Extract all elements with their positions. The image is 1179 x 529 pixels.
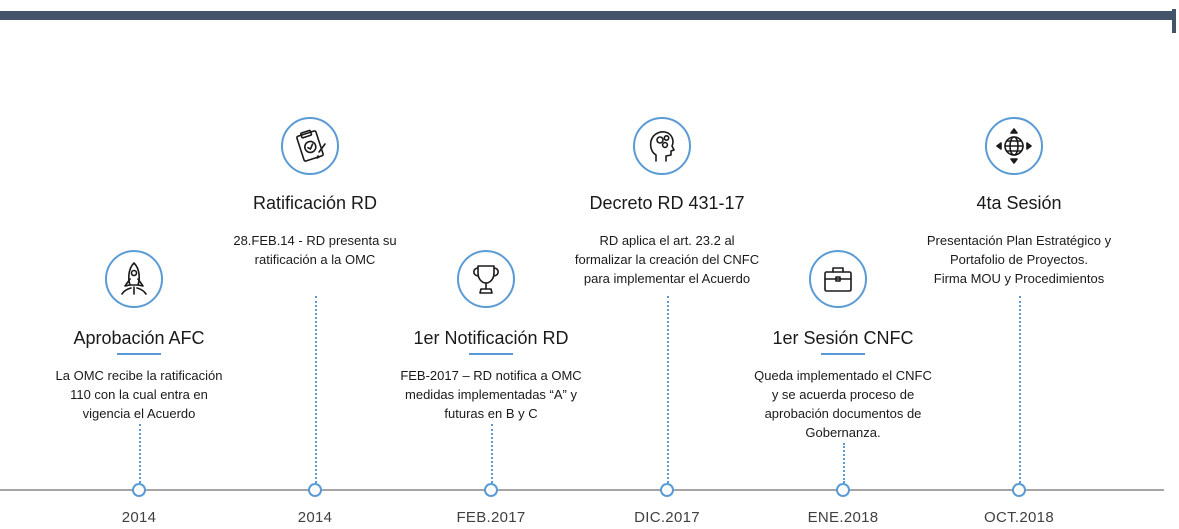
event-date: FEB.2017 [456,509,526,526]
event-date: OCT.2018 [984,509,1054,526]
event-description: Queda implementado el CNFC y se acuerda … [723,366,963,442]
connector-line [667,296,669,483]
desc-line: para implementar el Acuerdo [583,271,751,286]
globe-icon [985,117,1043,175]
event-title: 4ta Sesión [976,193,1062,213]
event-description: FEB-2017 – RD notifica a OMC medidas imp… [371,366,611,423]
title-underline [469,353,513,355]
timeline-node [484,483,498,497]
event-description: 28.FEB.14 - RD presenta su ratificación … [195,231,435,269]
event-date: ENE.2018 [807,509,879,526]
title-underline [821,353,865,355]
event-date: 2014 [297,509,333,526]
event-title: Ratificación RD [252,193,378,213]
head-gears-icon [633,117,691,175]
event-title: 1er Notificación RD [413,328,569,348]
event-title: Aprobación AFC [73,328,205,348]
trophy-icon [457,250,515,308]
top-banner-bar [0,11,1172,20]
event-date: DIC.2017 [634,509,700,526]
rocket-icon [105,250,163,308]
desc-line: Presentación Plan Estratégico y [926,233,1112,248]
timeline-node [836,483,850,497]
desc-line: 28.FEB.14 - RD presenta su [233,233,397,248]
desc-line: futuras en B y C [444,406,538,421]
connector-line [843,443,845,483]
event-description: La OMC recibe la ratificación 110 con la… [19,366,259,423]
event-title: 1er Sesión CNFC [772,328,914,348]
desc-line: RD aplica el art. 23.2 al [599,233,735,248]
event-title: Decreto RD 431-17 [589,193,745,213]
timeline-node [308,483,322,497]
timeline-axis [0,489,1164,491]
briefcase-icon [809,250,867,308]
desc-line: 110 con la cual entra en [70,387,208,402]
desc-line: Queda implementado el CNFC [754,368,932,383]
title-underline [117,353,161,355]
desc-line: Gobernanza. [805,425,881,440]
desc-line: Firma MOU y Procedimientos [933,271,1105,286]
desc-line: Portafolio de Proyectos. [949,252,1089,267]
desc-line: aprobación documentos de [764,406,922,421]
top-banner-cap [1172,9,1176,33]
connector-line [315,296,317,483]
clipboard-icon [281,117,339,175]
timeline-node [1012,483,1026,497]
timeline-node [132,483,146,497]
desc-line: medidas implementadas “A” y [405,387,577,402]
desc-line: formalizar la creación del CNFC [574,252,760,267]
event-date: 2014 [121,509,157,526]
event-description: RD aplica el art. 23.2 al formalizar la … [547,231,787,288]
desc-line: vigencia el Acuerdo [82,406,196,421]
timeline-node [660,483,674,497]
desc-line: FEB-2017 – RD notifica a OMC [400,368,582,383]
desc-line: La OMC recibe la ratificación [55,368,223,383]
event-description: Presentación Plan Estratégico y Portafol… [899,231,1139,288]
connector-line [491,424,493,483]
desc-line: ratificación a la OMC [254,252,376,267]
connector-line [1019,296,1021,483]
connector-line [139,424,141,483]
desc-line: y se acuerda proceso de [771,387,915,402]
